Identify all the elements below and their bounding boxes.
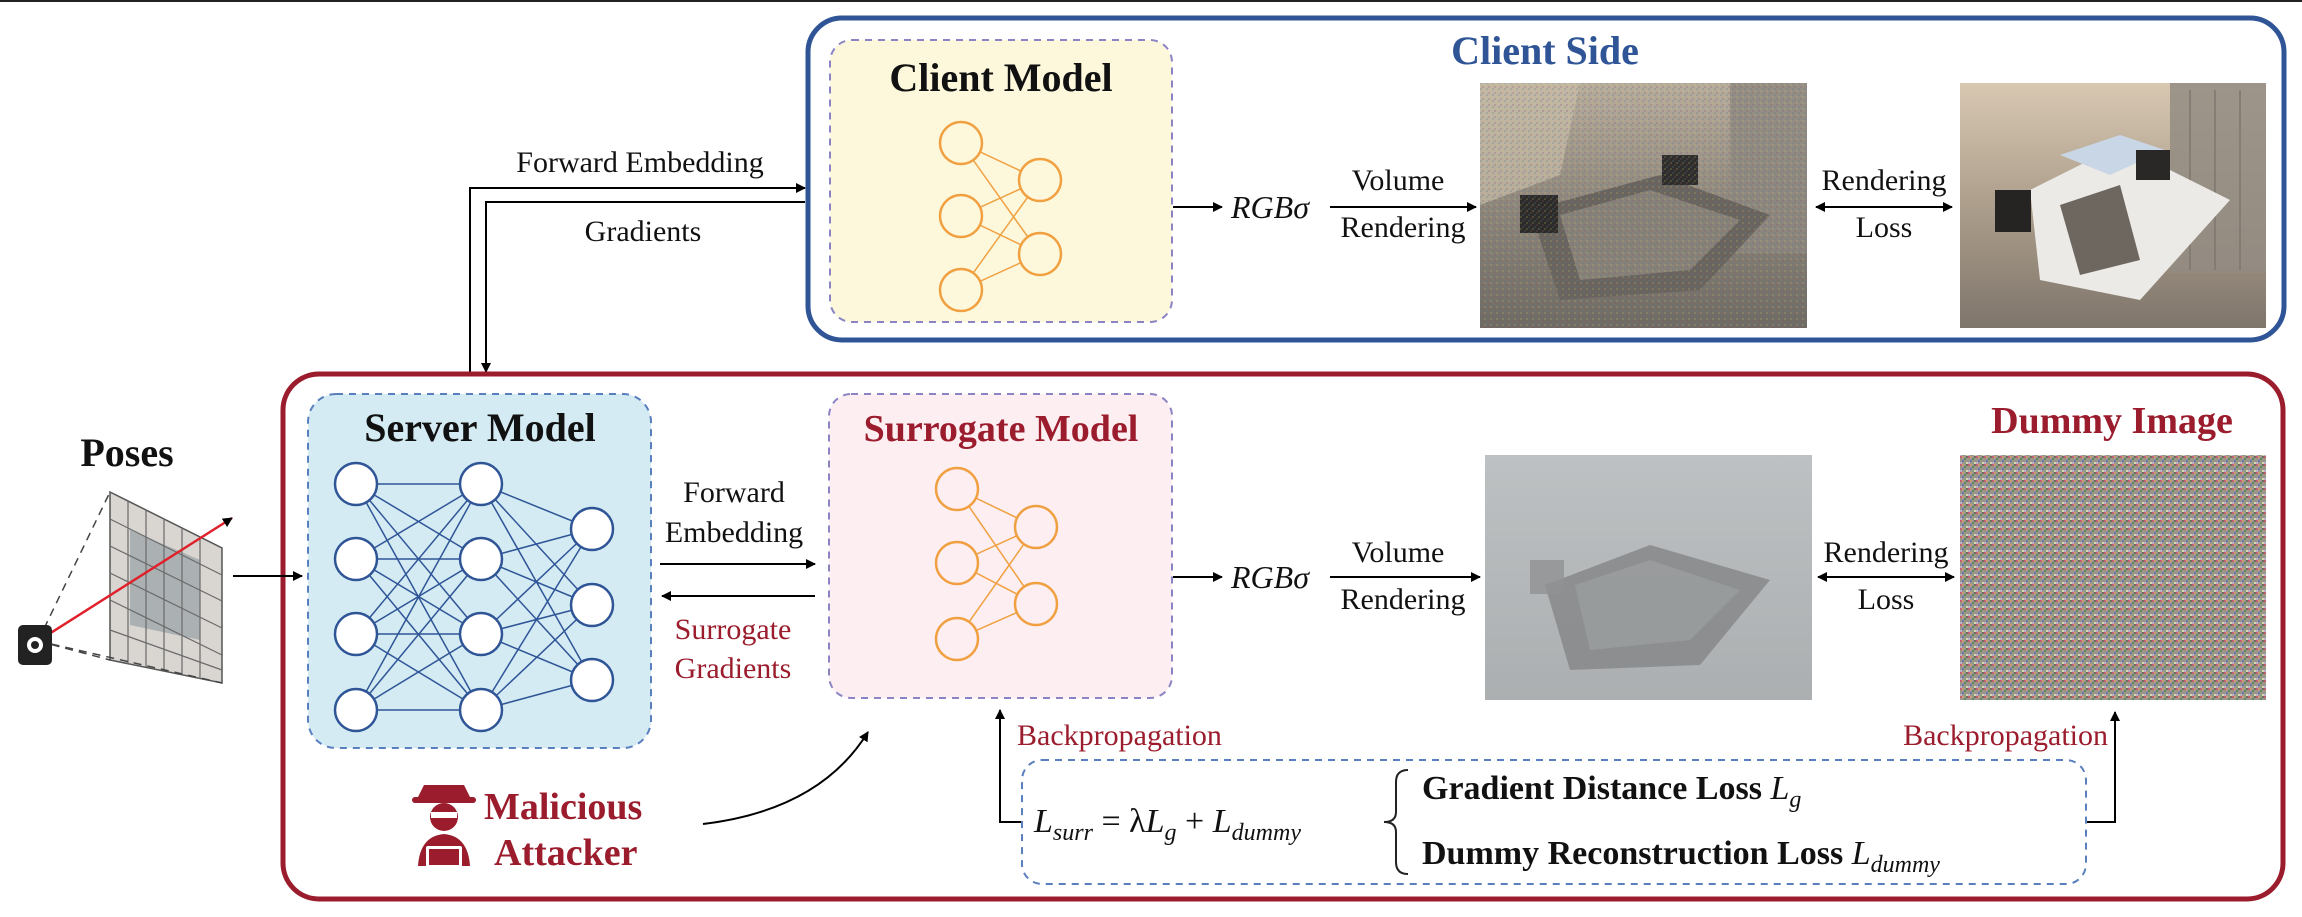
server-embedding-label: Embedding [665, 516, 803, 549]
client-rendering-label: Rendering [1341, 211, 1466, 244]
client-model-network [938, 120, 1063, 313]
client-model-label: Client Model [889, 55, 1112, 100]
client-side-title: Client Side [1451, 28, 1639, 73]
client-model-box [829, 39, 1173, 323]
server-rgb-sigma: RGBσ [1230, 559, 1310, 595]
backprop-right-label: Backpropagation [1903, 719, 2108, 752]
server-rendering-label: Rendering [1341, 583, 1466, 616]
loss-term-dummy-reconstruction: Dummy Reconstruction Loss Ldummy [1422, 835, 1940, 878]
gradients-link [481, 201, 805, 373]
loss-formula-box [1021, 759, 2087, 885]
surrogate-gradients-label-2: Gradients [675, 652, 792, 685]
client-rendered-image [1480, 83, 1807, 328]
surrogate-model-label: Surrogate Model [864, 408, 1139, 450]
client-rendering-loss-label-2: Loss [1856, 211, 1913, 244]
server-rendering-loss-label-2: Loss [1858, 583, 1915, 616]
loss-brace [1383, 769, 1409, 875]
hacker-icon [412, 785, 476, 868]
attacker-label-2: Attacker [494, 832, 638, 874]
backprop-left-label: Backpropagation [1017, 719, 1222, 752]
backprop-to-dummy-arrow [2086, 711, 2120, 823]
client-volume-label: Volume [1352, 164, 1445, 197]
poses-label: Poses [80, 430, 173, 475]
server-volume-label: Volume [1352, 536, 1445, 569]
server-rendering-loss-label-1: Rendering [1824, 536, 1949, 569]
gradients-label: Gradients [585, 215, 702, 248]
server-side-frame [280, 371, 2286, 902]
forward-embedding-link [469, 183, 806, 373]
backprop-to-surrogate-arrow [995, 709, 1028, 823]
client-rgb-sigma: RGBσ [1230, 189, 1310, 225]
client-rendering-loss-label-1: Rendering [1822, 164, 1947, 197]
server-forward-label: Forward [683, 476, 785, 509]
loss-term-gradient-distance: Gradient Distance Loss Lg [1422, 770, 1801, 813]
client-side-frame [805, 15, 2287, 343]
surrogate-rendered-image [1485, 455, 1812, 700]
poses-camera-illustration [18, 490, 233, 684]
surrogate-gradients-label-1: Surrogate [675, 613, 792, 646]
attacker-to-surrogate-arrow [702, 731, 869, 825]
loss-formula: Lsurr = λLg + Ldummy [1033, 803, 1301, 846]
forward-embedding-label: Forward Embedding [516, 146, 763, 179]
surrogate-model-box [828, 393, 1173, 699]
server-model-network [333, 461, 615, 733]
dummy-noise-image [1960, 455, 2266, 700]
surrogate-model-network [934, 466, 1059, 662]
attacker-label-1: Malicious [484, 786, 642, 828]
client-ground-truth-image [1960, 83, 2266, 328]
server-model-label: Server Model [364, 405, 595, 450]
dummy-image-label: Dummy Image [1991, 400, 2233, 442]
